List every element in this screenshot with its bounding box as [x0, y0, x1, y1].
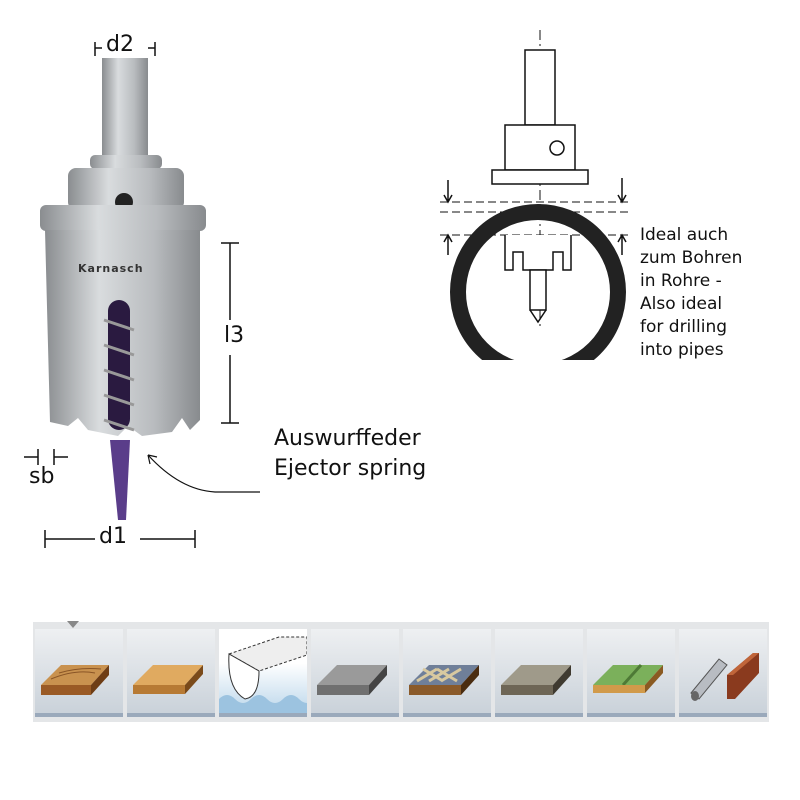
- pipe-note-line: zum Bohren: [640, 248, 743, 268]
- material-stone[interactable]: [495, 629, 583, 717]
- material-selector: [33, 621, 769, 722]
- ejector-spring-label-de: Auswurffeder: [274, 426, 421, 451]
- material-wood-panel[interactable]: [127, 629, 215, 717]
- pipe-note-line: in Rohre -: [640, 271, 722, 291]
- pipe-note: Ideal auch zum Bohren in Rohre - Also id…: [640, 224, 742, 362]
- label-d1: d1: [99, 524, 127, 549]
- material-concrete[interactable]: [311, 629, 399, 717]
- material-plasterboard[interactable]: [219, 629, 307, 717]
- brand-label: Karnasch: [78, 262, 144, 275]
- pipe-note-line: Also ideal: [640, 294, 723, 314]
- pipe-note-line: Ideal auch: [640, 225, 729, 245]
- material-composite[interactable]: [403, 629, 491, 717]
- selection-pointer-icon: [67, 621, 79, 628]
- pipe-drilling-diagram: [440, 30, 630, 360]
- pipe-note-line: into pipes: [640, 340, 724, 360]
- pipe-note-line: for drilling: [640, 317, 728, 337]
- label-l3: l3: [224, 323, 245, 348]
- hole-saw-image: [24, 42, 260, 548]
- material-pipes[interactable]: [679, 629, 767, 717]
- material-wood-solid[interactable]: [35, 629, 123, 717]
- label-sb: sb: [29, 464, 55, 489]
- material-laminate[interactable]: [587, 629, 675, 717]
- ejector-spring-label-en: Ejector spring: [274, 456, 427, 481]
- label-d2: d2: [106, 32, 134, 57]
